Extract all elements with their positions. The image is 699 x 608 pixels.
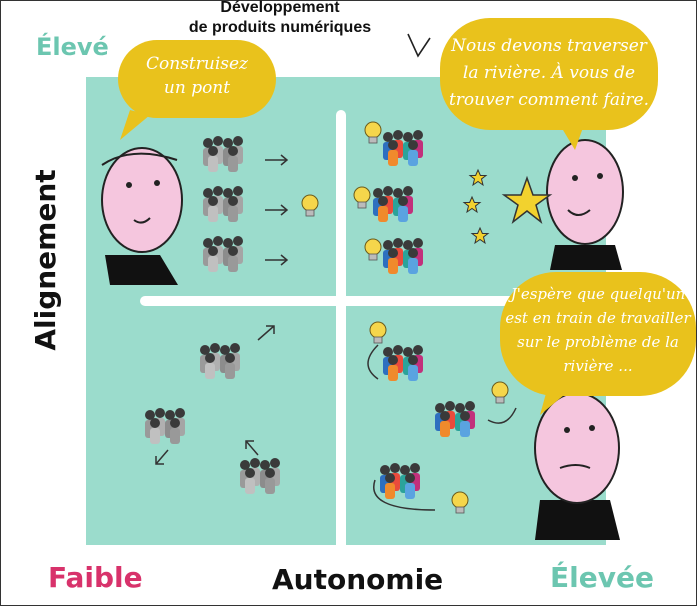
low-alignment-low-autonomy-teams <box>145 325 280 494</box>
bubble-text: rivière ... <box>563 357 633 375</box>
vertical-divider <box>336 110 346 550</box>
bubble-text: Construisez <box>146 54 248 74</box>
manager-head-top-right <box>546 139 624 270</box>
autonomous-unaligned-teams <box>367 321 517 514</box>
title-pointer-icon <box>407 33 431 58</box>
speech-bubble-top-left: Construisez un pont <box>118 40 276 118</box>
speech-bubble-bottom-right: J'espère que quelqu'un est en train de t… <box>500 272 696 396</box>
bubble-text: sur le problème de la <box>517 333 679 351</box>
autonomy-high-label: Élevée <box>550 561 654 594</box>
horizontal-divider <box>140 296 600 306</box>
low-label: Faible <box>48 561 143 594</box>
manager-head-bottom-right <box>534 392 620 540</box>
manager-head-top-left <box>101 147 183 285</box>
bubble-text: J'espère que quelqu'un <box>510 285 686 303</box>
bubble-text: Nous devons traverser <box>451 36 647 56</box>
bubble-text: un pont <box>163 78 231 98</box>
autonomous-aligned-teams <box>353 121 553 274</box>
x-axis-label: Autonomie <box>272 563 444 596</box>
aligned-teams-top-left <box>203 136 319 272</box>
bubble-text: la rivière. À vous de <box>462 63 636 83</box>
bubble-text: trouver comment faire. <box>448 90 650 110</box>
title-line-1: Développement <box>220 0 340 16</box>
bubble-text: est en train de travailler <box>505 309 691 327</box>
title-line-2: de produits numériques <box>188 19 372 36</box>
alignment-high-label: Élevé <box>36 33 109 61</box>
diagram-title: Développement de produits numériques <box>150 0 410 38</box>
bubble-tail-top-left <box>120 110 150 140</box>
speech-bubble-top-right: Nous devons traverser la rivière. À vous… <box>440 18 658 130</box>
